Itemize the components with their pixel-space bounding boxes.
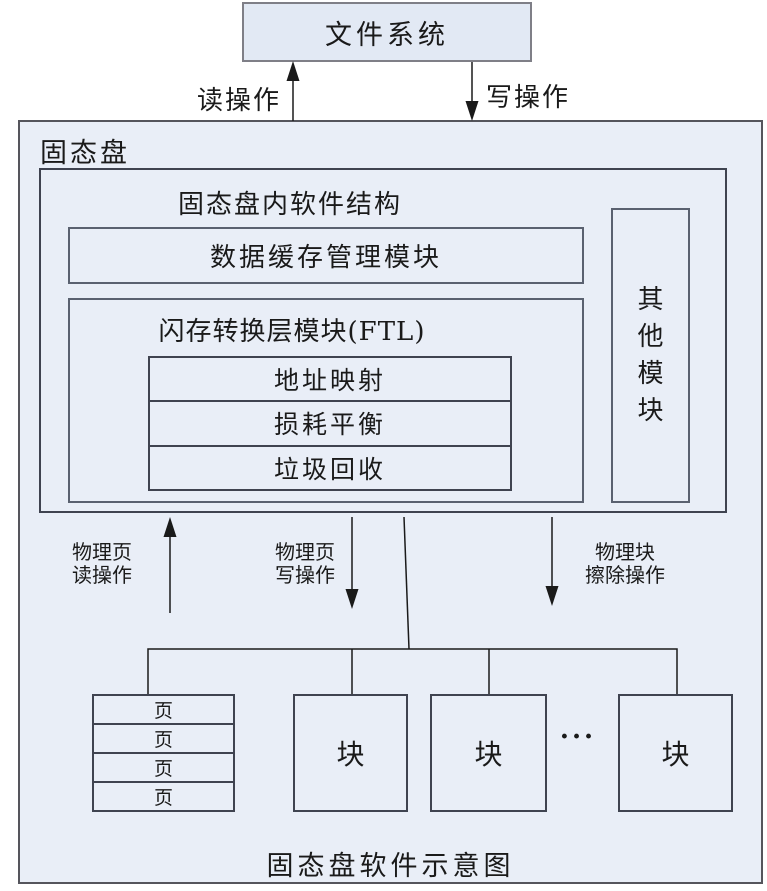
host-read-op-label: 读操作 xyxy=(197,86,282,116)
cache-management-module-label: 数据缓存管理模块 xyxy=(209,243,442,273)
ftl-submodule-stack: 地址映射 损耗平衡 垃圾回收 xyxy=(148,356,512,491)
host-write-arrow-icon xyxy=(465,62,479,121)
cache-management-module-box: 数据缓存管理模块 xyxy=(68,227,584,284)
host-read-arrow-icon xyxy=(286,61,300,121)
ellipsis-dots: ··· xyxy=(559,722,597,752)
ftl-module-title: 闪存转换层模块(FTL) xyxy=(158,317,426,347)
page-row: 页 xyxy=(94,752,233,781)
block-erase-op-label: 物理块 擦除操作 xyxy=(585,540,665,587)
ftl-module-box xyxy=(68,298,584,503)
page-read-op-label: 物理页 读操作 xyxy=(72,540,132,587)
software-structure-box xyxy=(39,168,727,513)
page-stack-box: 页 页 页 页 xyxy=(92,694,235,812)
diagram-caption: 固态盘软件示意图 xyxy=(266,851,515,882)
page-row: 页 xyxy=(94,723,233,752)
ftl-item-garbage-collection: 垃圾回收 xyxy=(150,444,510,489)
page-write-op-label: 物理页 写操作 xyxy=(275,540,335,587)
ftl-item-wear-leveling: 损耗平衡 xyxy=(150,400,510,444)
page-row: 页 xyxy=(153,700,173,722)
software-structure-title: 固态盘内软件结构 xyxy=(177,190,402,220)
file-system-label: 文件系统 xyxy=(325,19,449,51)
ftl-item-address-mapping: 地址映射 xyxy=(273,366,386,396)
flash-block-3: 块 xyxy=(618,694,733,812)
other-modules-label: 其他模块 xyxy=(637,284,664,426)
page-row: 页 xyxy=(94,781,233,810)
ssd-label: 固态盘 xyxy=(40,138,130,169)
host-write-op-label: 写操作 xyxy=(486,83,571,113)
file-system-box: 文件系统 xyxy=(242,2,532,62)
flash-block-2: 块 xyxy=(430,694,547,812)
other-modules-box: 其他模块 xyxy=(611,208,690,503)
flash-block-1: 块 xyxy=(293,694,408,812)
